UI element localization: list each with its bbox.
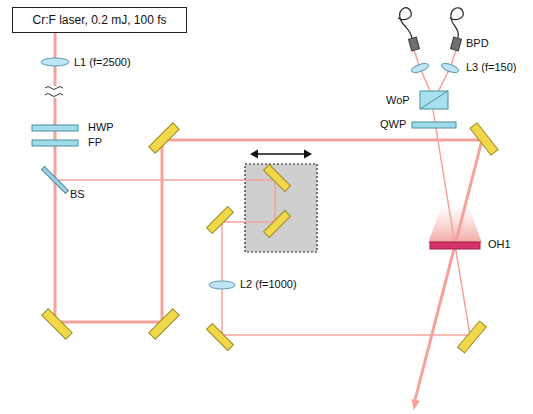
filter-plate	[32, 140, 78, 146]
sample-plate	[430, 242, 480, 249]
lens	[440, 62, 459, 75]
mirror	[149, 123, 179, 153]
component-label: L3 (f=150)	[466, 61, 516, 74]
mirror	[42, 309, 72, 339]
photodiode	[451, 37, 462, 51]
prism-interface	[420, 91, 448, 109]
pump-beam	[55, 30, 482, 400]
arrow-head	[250, 150, 258, 159]
lens	[209, 281, 235, 289]
lens	[410, 62, 429, 75]
component-label: L1 (f=2500)	[74, 56, 131, 69]
laser-source-box: Cr:F laser, 0.2 mJ, 100 fs	[12, 7, 187, 33]
component-label: HWP	[88, 121, 114, 134]
fiber	[450, 8, 463, 38]
excitation-glow	[428, 205, 482, 243]
break-mark	[45, 94, 63, 97]
beam-arrow	[412, 399, 421, 410]
mirror	[149, 309, 179, 339]
delay-stage	[245, 164, 317, 252]
mirror	[207, 324, 234, 351]
mirror	[470, 123, 498, 155]
probe-beam	[55, 110, 470, 335]
source-label: Cr:F laser, 0.2 mJ, 100 fs	[13, 13, 186, 27]
component-label: BPD	[466, 37, 489, 50]
fiber	[398, 8, 412, 38]
lens	[41, 58, 69, 66]
component-label: QWP	[380, 118, 406, 131]
component-label: WoP	[386, 94, 410, 107]
component-label: OH1	[488, 238, 511, 251]
break-mark	[45, 87, 63, 90]
arrow-head	[304, 150, 312, 159]
beam-splitter	[42, 167, 69, 194]
mirror	[458, 321, 487, 353]
wollaston-prism	[420, 91, 448, 109]
quarter-wave-plate	[412, 122, 456, 128]
half-wave-plate	[32, 125, 78, 131]
component-label: BS	[70, 188, 85, 201]
translation-arrow	[256, 153, 306, 155]
mirror	[264, 211, 291, 238]
photodiode	[409, 37, 420, 51]
component-label: L2 (f=1000)	[240, 278, 297, 291]
component-label: FP	[88, 136, 102, 149]
mirror	[264, 165, 291, 192]
mirror	[207, 207, 234, 234]
